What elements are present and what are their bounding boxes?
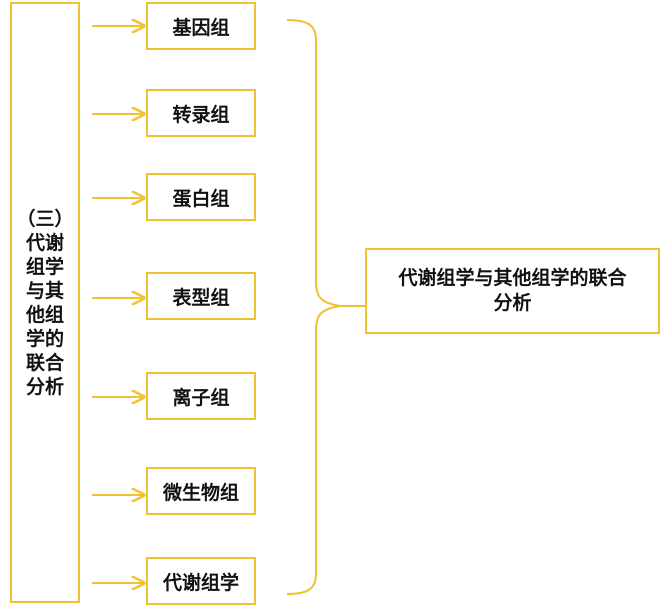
joint-analysis-box: 代谢组学与其他组学的联合 分析 xyxy=(365,248,660,334)
curly-brace xyxy=(286,19,341,595)
omics-box-phenome: 表型组 xyxy=(146,272,256,320)
omics-box-microbiome: 微生物组 xyxy=(146,467,256,515)
omics-box-ionome: 离子组 xyxy=(146,372,256,420)
omics-box-proteome: 蛋白组 xyxy=(146,173,256,221)
joint-analysis-line: 分析 xyxy=(493,292,532,314)
section-title-line: 学的 xyxy=(25,327,64,350)
joint-analysis-line: 代谢组学与其他组学的联合 xyxy=(398,267,627,289)
omics-box-genome: 基因组 xyxy=(146,2,256,50)
joint-analysis-text: 代谢组学与其他组学的联合 分析 xyxy=(398,266,626,316)
section-title-line: 组学 xyxy=(25,255,64,278)
section-title-line: 与其 xyxy=(25,279,64,302)
section-title-line: 联合 xyxy=(25,351,64,374)
section-title-line: 分析 xyxy=(25,375,64,398)
section-title-line: 他组 xyxy=(25,303,64,326)
section-title-lines: （三） 代谢 组学 与其 他组 学的 联合 分析 xyxy=(16,207,73,399)
section-title-line: 代谢 xyxy=(25,231,64,254)
omics-box-metabolomics: 代谢组学 xyxy=(146,557,256,605)
section-title-box: （三） 代谢 组学 与其 他组 学的 联合 分析 xyxy=(10,2,80,603)
omics-box-transcriptome: 转录组 xyxy=(146,89,256,137)
section-title-line: （三） xyxy=(16,207,74,230)
